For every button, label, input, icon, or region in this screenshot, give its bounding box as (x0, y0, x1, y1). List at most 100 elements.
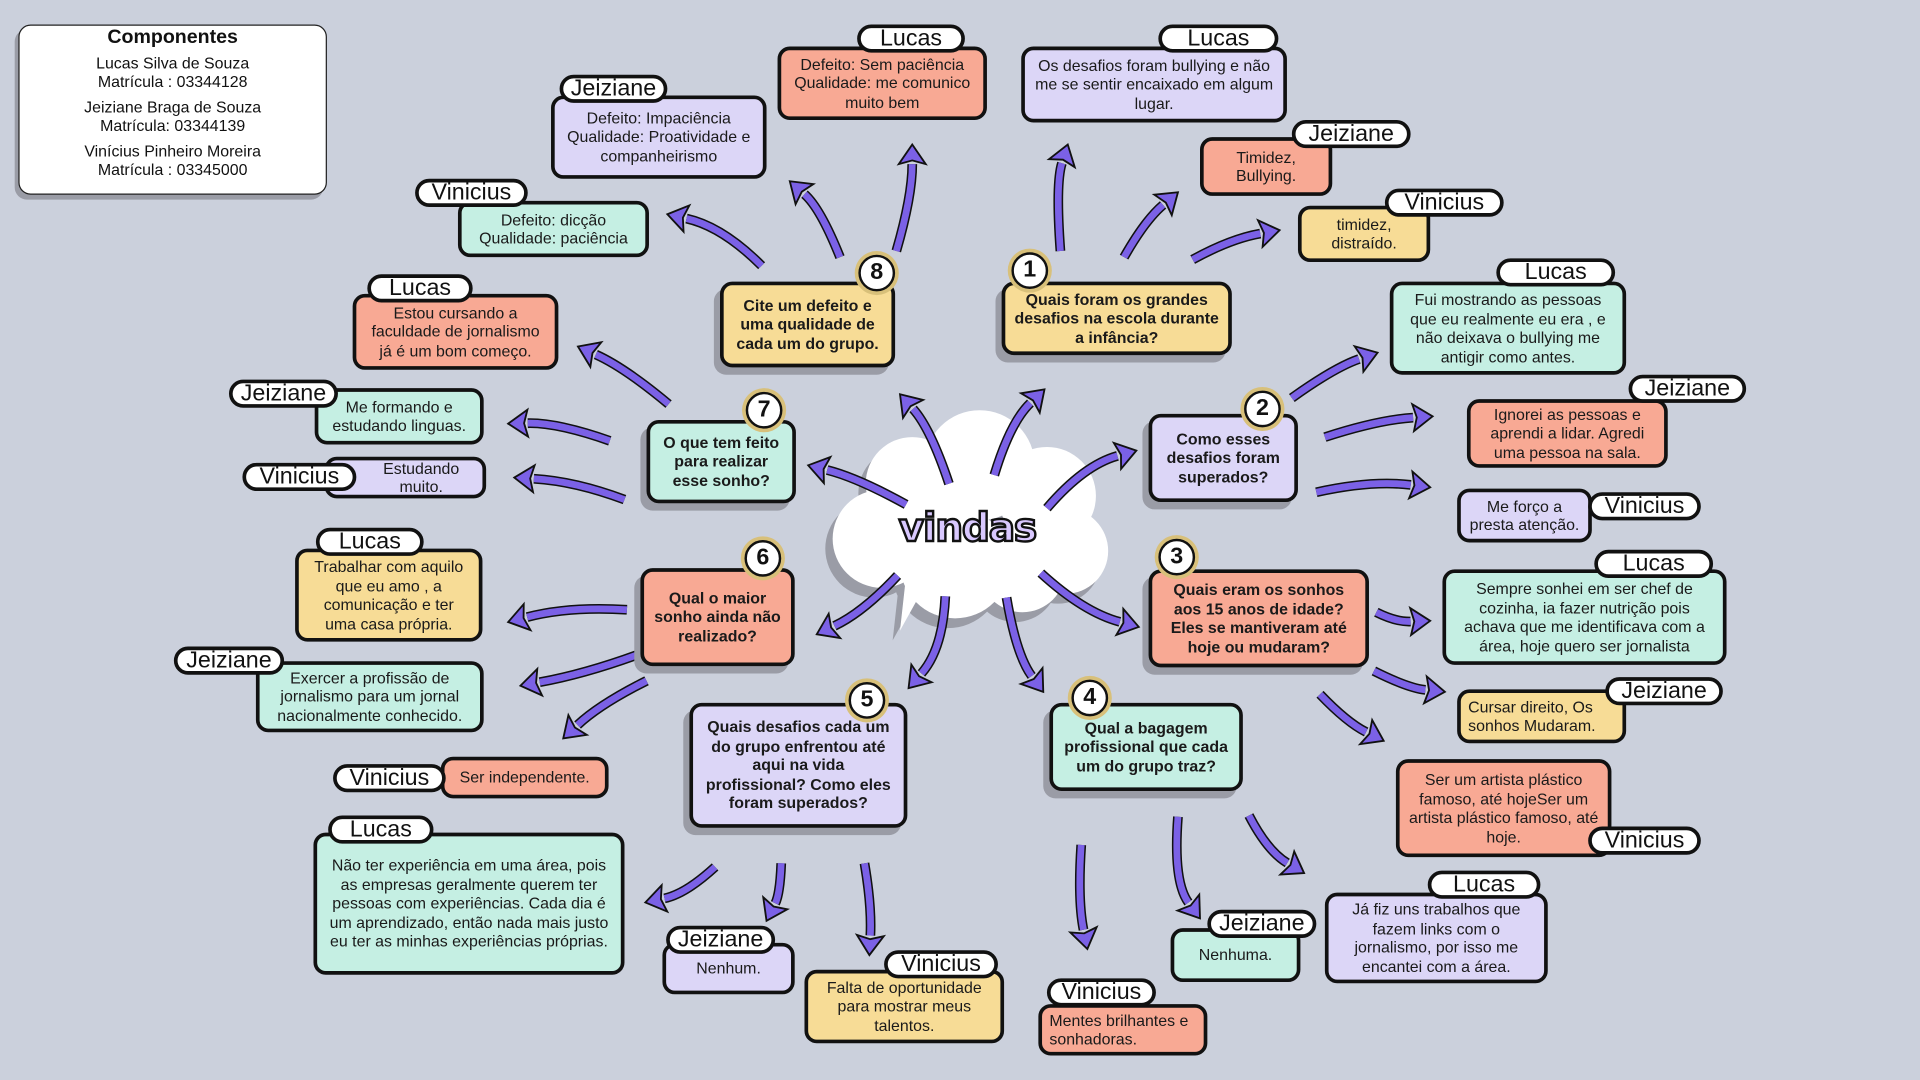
question-1-box[interactable]: Quais foram os grandes desafios na escol… (1001, 281, 1232, 356)
arrow (512, 463, 627, 505)
arrowhead (643, 882, 670, 914)
question-7-box[interactable]: O que tem feito para realizar esse sonho… (646, 420, 796, 504)
answer-text: Me forço a presta atenção. (1469, 496, 1580, 534)
arrowhead (1410, 402, 1435, 434)
arrowhead (1407, 469, 1432, 501)
answer-text: Me formando e estudando linguas. (332, 397, 467, 435)
author-tag-jeiziane: Jeiziane (1605, 677, 1723, 706)
arrowhead (1357, 717, 1386, 746)
answer-4-lucas[interactable]: Já fiz uns trabalhos que fazem links com… (1324, 892, 1548, 984)
arrowhead (1067, 925, 1099, 951)
answer-text: Mentes brilhantes e sonhadoras. (1049, 1010, 1189, 1049)
answer-3-jeiziane[interactable]: Cursar direito, Os sonhos Mudaram. (1457, 689, 1627, 744)
arrow (1316, 690, 1386, 746)
member-id: Matrícula : 03344128 (97, 72, 248, 91)
question-number-badge: 4 (1071, 679, 1109, 717)
question-4-box[interactable]: Qual a bagagem profissional que cada um … (1049, 702, 1243, 792)
arrowhead (562, 712, 590, 740)
arrow (1001, 596, 1045, 694)
arrowhead (1277, 848, 1306, 876)
answer-text: Exercer a profissão de jornalismo para u… (277, 668, 463, 725)
arrow (1315, 469, 1432, 501)
answer-text: Ser independente. (459, 768, 590, 787)
answer-text: Ignorei as pessoas e aprendi a lidar. Ag… (1490, 405, 1645, 462)
arrowhead (1018, 388, 1046, 416)
arrowhead (1111, 441, 1138, 472)
author-tag-vinicius: Vinicius (1046, 978, 1156, 1007)
answer-5-lucas[interactable]: Não ter experiência em uma área, pois as… (313, 832, 625, 975)
central-topic: vindas (897, 503, 1038, 552)
question-text: Qual a bagagem profissional que cada um … (1064, 718, 1228, 775)
question-8-box[interactable]: Cite um defeito e uma qualidade de cada … (720, 281, 896, 368)
answer-text: timidez, distraído. (1331, 214, 1397, 253)
answer-8-lucas[interactable]: Defeito: Sem paciência Qualidade: me com… (777, 46, 987, 121)
arrow (1371, 666, 1447, 706)
question-text: Quais foram os grandes desafios na escol… (1014, 289, 1219, 347)
arrow (576, 340, 672, 408)
answer-8-jeiziane[interactable]: Defeito: Impaciência Qualidade: Proativi… (551, 95, 767, 179)
answer-text: Já fiz uns trabalhos que fazem links com… (1352, 900, 1521, 976)
question-6-box[interactable]: Qual o maior sonho ainda não realizado? (640, 568, 795, 667)
question-text: Como esses desafios foram superados? (1166, 429, 1280, 486)
author-tag-jeiziane: Jeiziane (173, 646, 285, 675)
author-tag-lucas: Lucas (857, 24, 965, 53)
arrow (788, 180, 845, 259)
question-3-box[interactable]: Quais eram os sonhos aos 15 anos de idad… (1148, 569, 1369, 668)
member-name: Lucas Silva de Souza (96, 53, 250, 73)
author-tag-lucas: Lucas (1594, 549, 1714, 578)
author-tag-lucas: Lucas (367, 274, 473, 303)
arrowhead (1151, 191, 1180, 218)
arrow (806, 455, 909, 509)
question-5-box[interactable]: Quais desafios cada um do grupo enfrento… (689, 702, 908, 828)
author-tag-vinicius: Vinicius (415, 178, 528, 207)
author-tag-vinicius: Vinicius (1384, 188, 1504, 217)
author-tag-vinicius: Vinicius (1588, 826, 1701, 855)
arrow (815, 572, 902, 640)
question-text: Quais desafios cada um do grupo enfrento… (705, 717, 891, 813)
answer-1-jeiziane[interactable]: Timidez, Bullying. (1200, 137, 1333, 196)
answer-text: Sempre sonhei em ser chef de cozinha, ia… (1464, 579, 1705, 655)
answer-1-lucas[interactable]: Os desafios foram bullying e não me se s… (1021, 46, 1287, 123)
arrow (518, 646, 649, 698)
answer-text: Falta de oportunidade para mostrar meus … (826, 978, 982, 1035)
answer-3-lucas[interactable]: Sempre sonhei em ser chef de cozinha, ia… (1442, 569, 1727, 665)
arrow (854, 862, 887, 957)
answer-text: Timidez, Bullying. (1236, 147, 1297, 185)
answer-text: Nenhum. (696, 959, 761, 978)
answer-2-jeiziane[interactable]: Ignorei as pessoas e aprendi a lidar. Ag… (1466, 399, 1668, 468)
answer-6-lucas[interactable]: Trabalhar com aquilo que eu amo , a comu… (295, 548, 483, 642)
answer-2-vinicius[interactable]: Me forço a presta atenção. (1457, 488, 1592, 543)
author-tag-vinicius: Vinicius (884, 950, 998, 979)
question-number-badge: 1 (1011, 252, 1049, 289)
question-number-badge: 2 (1244, 390, 1281, 428)
arrowhead (788, 180, 817, 207)
question-text: Cite um defeito e uma qualidade de cada … (736, 296, 879, 353)
author-tag-vinicius: Vinicius (242, 462, 357, 492)
question-2-box[interactable]: Como esses desafios foram superados? (1148, 413, 1298, 503)
arrowhead (1174, 892, 1201, 920)
arrow (665, 203, 766, 270)
answer-text: Defeito: dicção Qualidade: paciência (479, 210, 628, 248)
answer-6-vinicius[interactable]: Ser independente. (440, 756, 609, 799)
answer-6-jeiziane[interactable]: Exercer a profissão de jornalismo para u… (255, 661, 484, 733)
arrow (1323, 402, 1435, 442)
answer-2-lucas[interactable]: Fui mostrando as pessoas que eu realment… (1389, 281, 1627, 375)
arrow (989, 388, 1046, 477)
member-id: Matrícula: 03344139 (100, 116, 246, 135)
arrow (1190, 218, 1282, 264)
author-tag-vinicius: Vinicius (1588, 492, 1701, 521)
answer-5-vinicius[interactable]: Falta de oportunidade para mostrar meus … (804, 969, 1005, 1044)
question-text: Quais eram os sonhos aos 15 anos de idad… (1170, 580, 1347, 656)
answer-7-jeiziane[interactable]: Me formando e estudando linguas. (314, 388, 484, 445)
answer-4-vinicius[interactable]: Mentes brilhantes e sonhadoras. (1038, 1004, 1208, 1056)
arrow (1067, 844, 1099, 951)
answer-3-vinicius[interactable]: Ser um artista plástico famoso, até hoje… (1395, 759, 1612, 858)
answer-7-lucas[interactable]: Estou cursando a faculdade de jornalismo… (352, 293, 559, 370)
author-tag-lucas: Lucas (1158, 24, 1279, 53)
arrowhead (1018, 665, 1045, 694)
answer-text: Os desafios foram bullying e não me se s… (1035, 56, 1274, 113)
question-text: Qual o maior sonho ainda não realizado? (654, 588, 781, 646)
answer-text: Estou cursando a faculdade de jornalismo… (371, 303, 540, 360)
answer-8-vinicius[interactable]: Defeito: dicção Qualidade: paciência (457, 200, 649, 258)
